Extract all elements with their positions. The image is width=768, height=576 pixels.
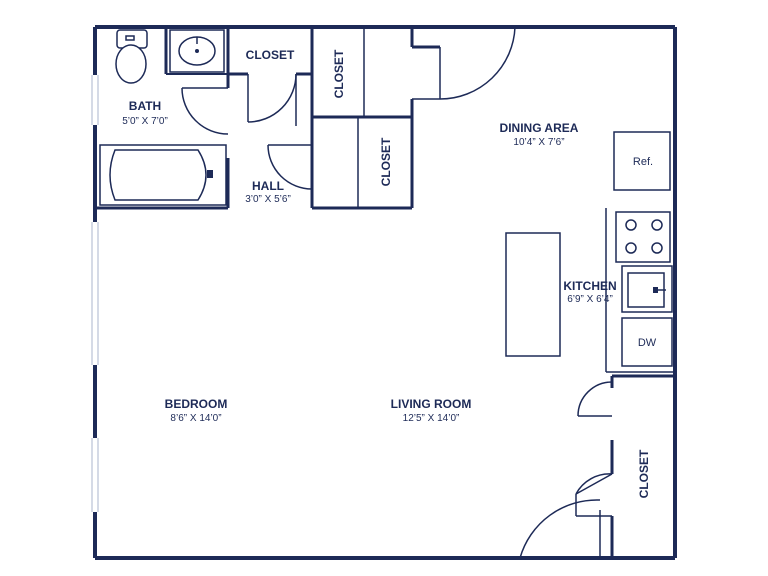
kitchen-dims: 6’9” X 6’4” [567, 294, 613, 305]
kitchen-island [505, 232, 561, 357]
upper-vertical-closet-label: CLOSET [332, 49, 346, 98]
bathroom-sink [169, 29, 225, 73]
exterior-walls [93, 25, 677, 560]
window-bath [91, 75, 99, 125]
door-lower-closet [267, 144, 313, 190]
bath-dims: 5’0” X 7’0” [122, 116, 168, 127]
door-top-closet [247, 73, 297, 126]
door-living-exit [519, 499, 601, 559]
bathtub [99, 144, 227, 206]
bedroom-label: BEDROOM [165, 397, 228, 411]
fridge-label: Ref. [633, 156, 653, 168]
top-closet-label: CLOSET [246, 48, 295, 62]
dishwasher-label: DW [638, 337, 657, 349]
door-entry [412, 26, 516, 100]
window-bedroom-upper [91, 222, 99, 365]
toilet [115, 29, 148, 84]
lower-vertical-closet-label: CLOSET [379, 137, 393, 186]
living-room-dims: 12’5” X 14’0” [403, 413, 460, 424]
living-room-label: LIVING ROOM [391, 397, 472, 411]
hall-label: HALL [252, 179, 284, 193]
door-right-closet-lower [575, 473, 613, 517]
stove [615, 211, 671, 263]
dining-dims: 10’4” X 7’6” [513, 137, 564, 148]
door-right-closet-upper [577, 381, 613, 417]
refrigerator [613, 131, 671, 191]
hall-dims: 3’0” X 5’6” [245, 194, 291, 205]
bedroom-dims: 8’6” X 14’0” [170, 413, 221, 424]
door-bath [181, 87, 229, 135]
dishwasher [621, 317, 673, 367]
dining-label: DINING AREA [500, 121, 579, 135]
window-bedroom-lower [91, 438, 99, 512]
interior-walls [95, 27, 675, 558]
kitchen-label: KITCHEN [563, 279, 616, 293]
kitchen-sink [621, 265, 673, 313]
right-closet-label: CLOSET [637, 449, 651, 498]
bath-label: BATH [129, 99, 161, 113]
